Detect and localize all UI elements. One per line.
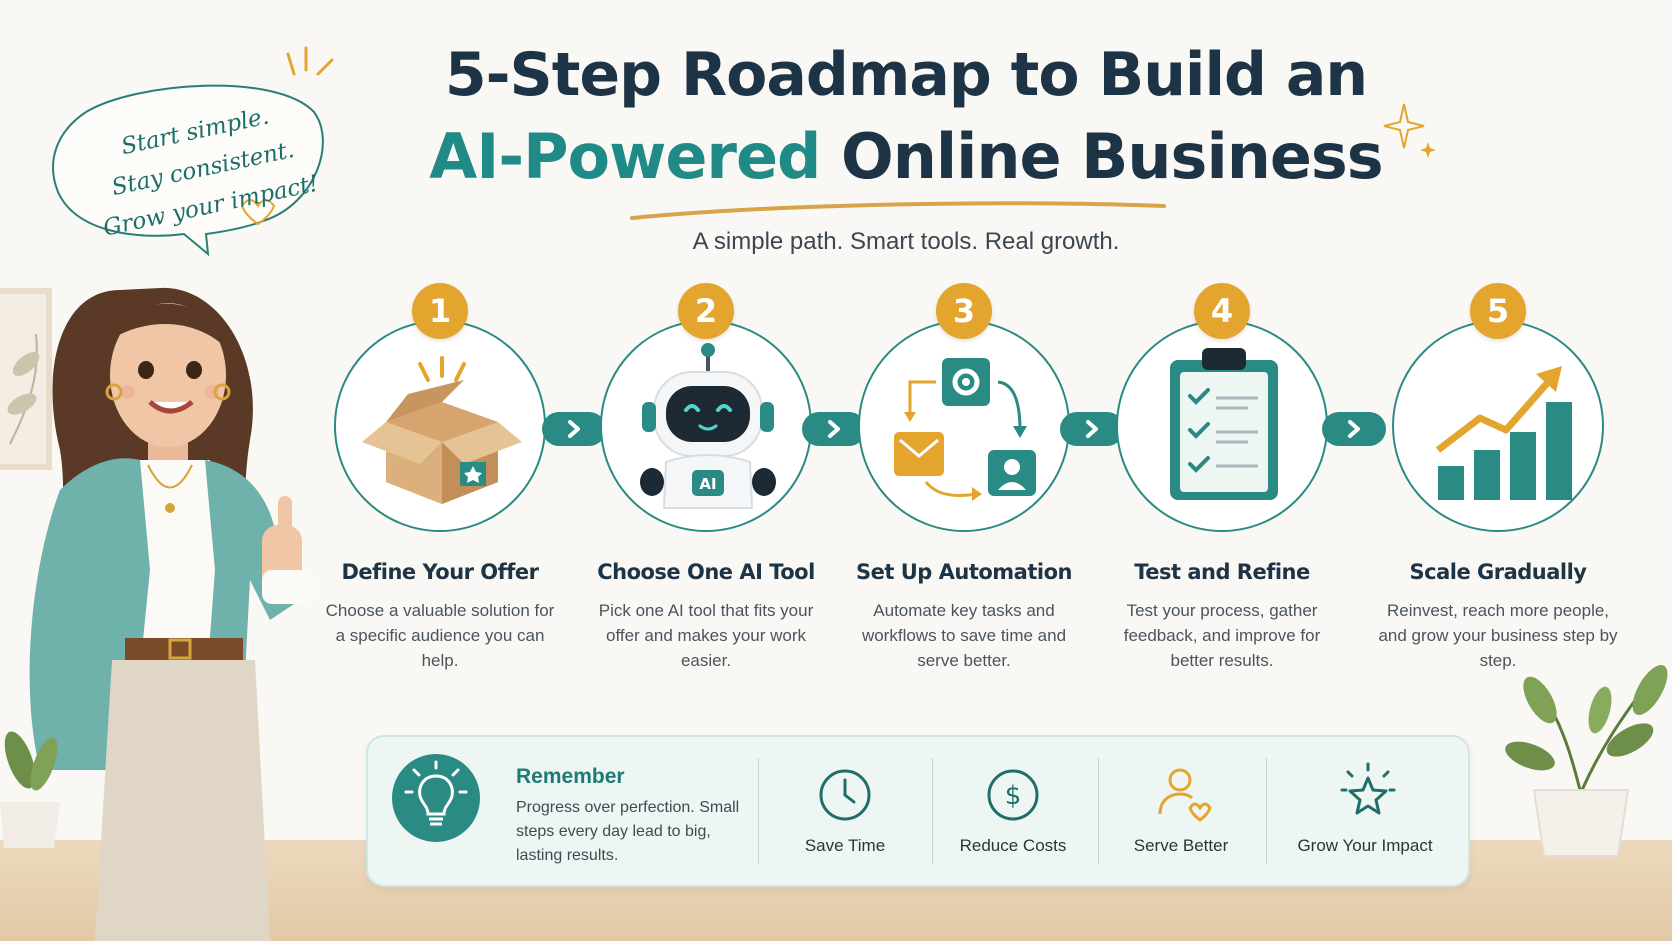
page-title-line-1: 5-Step Roadmap to Build an bbox=[444, 40, 1368, 110]
dollar-coin-icon: $ bbox=[987, 769, 1039, 821]
panel-divider bbox=[1098, 758, 1099, 864]
chevron-right-icon bbox=[1348, 420, 1360, 438]
plant-left-icon bbox=[0, 731, 60, 848]
panel-divider bbox=[758, 758, 759, 864]
step-1-badge: 1 bbox=[412, 283, 468, 339]
remember-benefits-panel bbox=[366, 735, 1470, 887]
step-3-desc: Automate key tasks and workflows to save… bbox=[861, 601, 1067, 670]
step-arrow-3 bbox=[1060, 412, 1124, 446]
remember-title: Remember bbox=[516, 765, 625, 788]
page-title-line-2: AI-Powered Online Business bbox=[0, 120, 1672, 193]
open-box-icon bbox=[362, 356, 522, 504]
benefit-serve-better: Serve Better bbox=[1133, 836, 1229, 855]
step-5-badge: 5 bbox=[1470, 283, 1526, 339]
subtitle: A simple path. Smart tools. Real growth. bbox=[692, 228, 1120, 255]
sparkle-icon bbox=[1383, 103, 1436, 158]
automation-cycle-icon bbox=[894, 358, 1036, 501]
step-arrow-4 bbox=[1322, 412, 1386, 446]
step-2-desc: Pick one AI tool that fits your offer an… bbox=[598, 601, 814, 670]
step-4-title: Test and Refine bbox=[1134, 560, 1310, 584]
chevron-right-icon bbox=[1086, 420, 1098, 438]
svg-text:$: $ bbox=[1005, 781, 1022, 811]
step-2-badge: 2 bbox=[678, 283, 734, 339]
ai-chip-label: AI bbox=[699, 475, 716, 493]
benefit-grow-impact: Grow Your Impact bbox=[1297, 836, 1433, 855]
title-line-2-rest: Online Business bbox=[820, 120, 1384, 193]
panel-divider bbox=[932, 758, 933, 864]
title-accent: AI-Powered bbox=[429, 120, 821, 193]
step-arrow-1 bbox=[542, 412, 606, 446]
step-4-badge: 4 bbox=[1194, 283, 1250, 339]
panel-divider bbox=[1266, 758, 1267, 864]
step-4-circle bbox=[1116, 320, 1328, 532]
step-3-circle bbox=[858, 320, 1070, 532]
step-1-circle bbox=[334, 320, 546, 532]
sparkle-star-icon bbox=[1340, 762, 1396, 815]
sparkle-lines-icon bbox=[286, 46, 334, 76]
step-5-circle bbox=[1392, 320, 1604, 532]
benefit-reduce-costs: Reduce Costs bbox=[959, 836, 1067, 855]
step-arrow-2 bbox=[802, 412, 866, 446]
chevron-right-icon bbox=[568, 420, 580, 438]
remember-text: Progress over perfection. Small steps ev… bbox=[516, 799, 740, 864]
growth-chart-icon bbox=[1435, 366, 1572, 500]
step-4-desc: Test your process, gather feedback, and … bbox=[1123, 601, 1321, 670]
leaf-art-icon bbox=[7, 333, 40, 445]
speech-bubble bbox=[52, 84, 324, 257]
benefit-save-time: Save Time bbox=[804, 836, 886, 855]
title-underline-stroke bbox=[630, 201, 1166, 220]
heart-icon bbox=[240, 199, 276, 226]
step-1-desc: Choose a valuable solution for a specifi… bbox=[325, 601, 555, 670]
woman-thumbs-up-illustration bbox=[29, 287, 314, 941]
step-2-circle: AI bbox=[600, 320, 812, 532]
clipboard-checklist-icon bbox=[1170, 348, 1278, 500]
person-heart-icon bbox=[1158, 768, 1212, 822]
step-5-desc: Reinvest, reach more people, and grow yo… bbox=[1378, 601, 1618, 670]
wall-picture-frame bbox=[0, 288, 52, 470]
step-2-title: Choose One AI Tool bbox=[597, 560, 815, 584]
step-3-title: Set Up Automation bbox=[856, 560, 1072, 584]
ai-robot-icon: AI bbox=[640, 343, 776, 509]
lightbulb-icon-badge bbox=[392, 754, 480, 842]
lightbulb-icon bbox=[404, 760, 468, 826]
chevron-right-icon bbox=[828, 420, 840, 438]
step-1-title: Define Your Offer bbox=[341, 560, 539, 584]
step-5-title: Scale Gradually bbox=[1409, 560, 1588, 584]
clock-icon bbox=[819, 769, 871, 821]
step-3-badge: 3 bbox=[936, 283, 992, 339]
potted-plant-right-icon bbox=[1505, 665, 1668, 857]
